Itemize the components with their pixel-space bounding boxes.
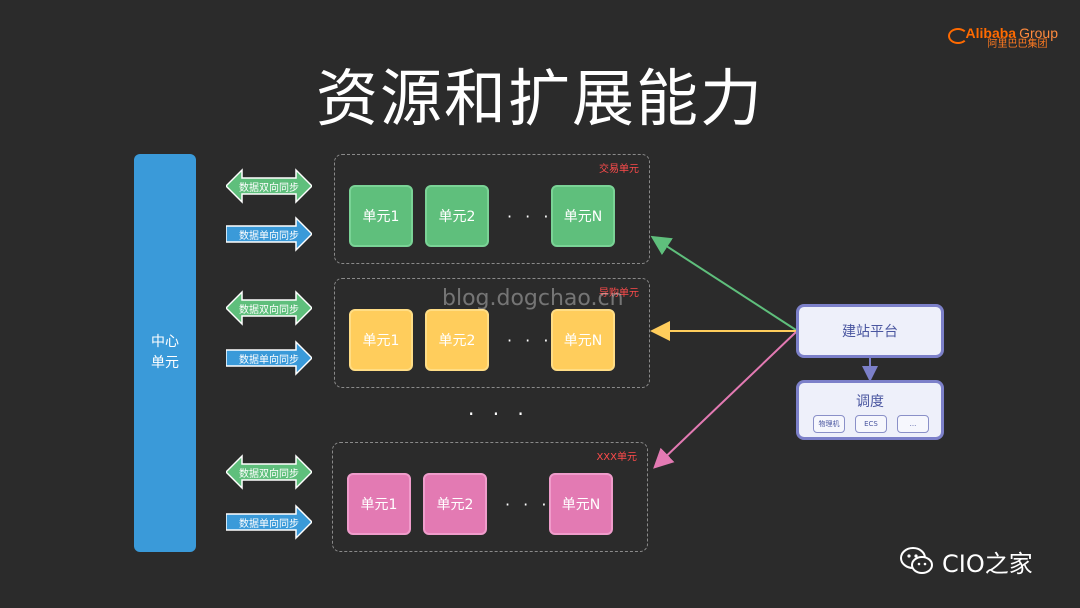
logo-name: Alibaba xyxy=(965,25,1017,41)
vertical-ellipsis: · · · xyxy=(468,402,530,426)
sync-label: 数据双向同步 xyxy=(239,468,299,480)
group-name: 交易单元 xyxy=(599,164,639,175)
sync-label: 数据单向同步 xyxy=(239,518,299,530)
watermark: blog.dogchao.cn xyxy=(442,286,624,311)
center-unit: 中心 单元 xyxy=(134,154,196,552)
unit-group-xxx: XXX单元 单元1 单元2 · · · 单元N xyxy=(332,442,648,552)
unit-group-guide: 导购单元 单元1 单元2 · · · 单元N xyxy=(334,278,650,388)
unit-cell: 单元1 xyxy=(349,185,413,247)
scheduler-box: 调度 物理机 ECS ... xyxy=(796,380,944,440)
center-unit-line2: 单元 xyxy=(151,355,179,371)
scheduler-title: 调度 xyxy=(856,394,884,410)
unit-cell: 单元2 xyxy=(423,473,487,535)
alibaba-swirl-icon xyxy=(947,28,968,44)
site-platform-box: 建站平台 xyxy=(796,304,944,358)
ellipsis: · · · xyxy=(507,330,553,350)
connector-to-xxx xyxy=(653,331,797,469)
page-title: 资源和扩展能力 xyxy=(315,62,764,135)
unit-cell: 单元2 xyxy=(425,309,489,371)
sync-label: 数据单向同步 xyxy=(239,354,299,366)
unit-cell: 单元1 xyxy=(347,473,411,535)
wechat-icon xyxy=(900,546,934,576)
unit-cell: 单元N xyxy=(551,309,615,371)
unit-cell: 单元2 xyxy=(425,185,489,247)
unidirectional-sync-arrow: 数据单向同步 xyxy=(226,340,312,376)
brand-text: CIO之家 xyxy=(942,549,1033,578)
unit-group-trade: 交易单元 单元1 单元2 · · · 单元N xyxy=(334,154,650,264)
sync-label: 数据双向同步 xyxy=(239,304,299,316)
connector-to-trade xyxy=(650,235,797,331)
brand-footer: CIO之家 xyxy=(900,544,1033,578)
unit-cell: 单元N xyxy=(549,473,613,535)
scheduler-item-ecs: ECS xyxy=(855,415,887,433)
ellipsis: · · · xyxy=(505,494,551,514)
unit-cell: 单元N xyxy=(551,185,615,247)
unidirectional-sync-arrow: 数据单向同步 xyxy=(226,216,312,252)
bidirectional-sync-arrow: 数据双向同步 xyxy=(226,168,312,204)
ellipsis: · · · xyxy=(507,206,553,226)
bidirectional-sync-arrow: 数据双向同步 xyxy=(226,454,312,490)
scheduler-item-physical: 物理机 xyxy=(813,415,845,433)
unit-cell: 单元1 xyxy=(349,309,413,371)
group-name: 导购单元 xyxy=(599,288,639,299)
sync-label: 数据双向同步 xyxy=(239,182,299,194)
group-name: XXX单元 xyxy=(596,452,637,463)
sync-label: 数据单向同步 xyxy=(239,230,299,242)
bidirectional-sync-arrow: 数据双向同步 xyxy=(226,290,312,326)
unidirectional-sync-arrow: 数据单向同步 xyxy=(226,504,312,540)
logo-group: Group xyxy=(1019,25,1058,41)
scheduler-item-more: ... xyxy=(897,415,929,433)
center-unit-line1: 中心 xyxy=(151,334,179,350)
logo-cn: 阿里巴巴集团 xyxy=(987,39,1048,50)
